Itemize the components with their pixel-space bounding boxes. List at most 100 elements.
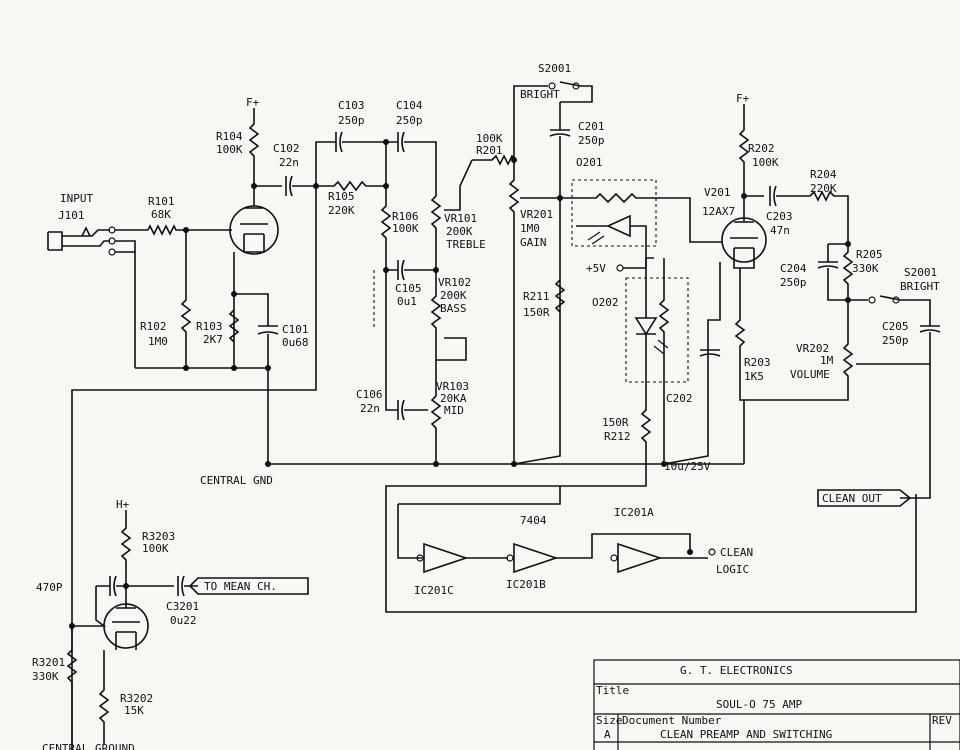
c105-value: 0u1 [397,295,417,308]
input-ref: J101 [58,209,85,222]
c104-value: 250p [396,114,423,127]
vr103-value: 20KA [440,392,467,405]
c105-capacitor [386,259,436,281]
vr201-ref: VR201 [520,208,553,221]
v101-tube [229,186,279,255]
r211-resistor [554,279,566,313]
c103-ref: C103 [338,99,365,112]
r211-ref: R211 [523,290,550,303]
r211-value: 150R [523,306,550,319]
s2001b-name: BRIGHT [900,280,940,293]
c202-ref: C202 [666,392,693,405]
to-mean-label: TO MEAN CH. [204,580,277,593]
r102-resistor [180,230,192,368]
vr102-ref: VR102 [438,276,471,289]
c205-value: 250p [882,334,909,347]
size-value: A [604,728,611,741]
r3202-ref: R3202 [120,692,153,705]
vr202-pot [744,300,854,401]
v201-tube [721,196,767,269]
r204-resistor [796,190,849,244]
doc-title: SOUL-O 75 AMP [716,698,802,711]
c106-value: 22n [360,402,380,415]
c101-capacitor [257,325,279,368]
r105-resistor [316,180,386,192]
r101-ref: R101 [148,195,175,208]
v201-ref: V201 [704,186,731,199]
c106-capacitor [397,399,428,421]
c201-ref: C201 [578,120,605,133]
c203-capacitor [744,185,796,207]
input-label: INPUT [60,192,93,205]
vr201-name: GAIN [520,236,547,249]
vr202-value: 1M [820,354,834,367]
c3201-value: 0u22 [170,614,197,627]
ic201b-label: IC201B [506,578,546,591]
r3203-ref: R3203 [142,530,175,543]
vr103-name: MID [444,404,464,417]
clean-logic-label-1: CLEAN [720,546,753,559]
docnum-label: Document Number [622,714,722,727]
r104-ref: R104 [216,130,243,143]
r102-value: 1M0 [148,335,168,348]
fplus2-label: F+ [736,92,750,105]
s2001b-ref: S2001 [904,266,937,279]
ic-type: 7404 [520,514,547,527]
c102-value: 22n [279,156,299,169]
vr102-name: BASS [440,302,467,315]
c104-ref: C104 [396,99,423,112]
r106-ref: R106 [392,210,419,223]
o202-ldr [658,258,670,464]
c101-value: 0u68 [282,336,309,349]
r201-ref: R201 [476,144,503,157]
docnum-value: CLEAN PREAMP AND SWITCHING [660,728,832,741]
vr103-pot [430,360,442,464]
r212-value: 150R [602,416,629,429]
vr201-pot [508,102,520,464]
r3201-ref: R3201 [32,656,65,669]
title-block [593,659,960,750]
c3201-capacitor [126,575,198,597]
r106-value: 100K [392,222,419,235]
r3201-value: 330K [32,670,59,683]
cathode-cap [699,349,721,357]
r202-ref: R202 [748,142,775,155]
vr101-name: TREBLE [446,238,486,251]
central-ground-label: CENTRAL GROUND [42,742,135,750]
r3202-value: 15K [124,704,144,717]
c104-capacitor [386,131,437,186]
input-jack [47,226,148,368]
c105-ref: C105 [395,282,422,295]
size-label: Size [596,714,623,727]
vr101-ref: VR101 [444,212,477,225]
clean-out-label: CLEAN OUT [822,492,882,505]
c102-capacitor [285,175,316,197]
r103-resistor [228,309,240,343]
s2001-name: BRIGHT [520,88,560,101]
vr202-name: VOLUME [790,368,830,381]
r205-value: 330K [852,262,879,275]
c203-value: 47n [770,224,790,237]
c103-capacitor [335,131,386,153]
r204-ref: R204 [810,168,837,181]
c201-value: 250p [578,134,605,147]
r212-ref: R212 [604,430,631,443]
vr101-pot [430,186,442,270]
vr102-value: 200K [440,289,467,302]
clean-logic-label-2: LOGIC [716,563,749,576]
vr103-ref: VR103 [436,380,469,393]
clean-out-flag [817,489,912,507]
r104-value: 100K [216,143,243,156]
vr201-value: 1M0 [520,222,540,235]
ic201a-inverter [617,542,663,574]
o202-ref: O202 [592,296,619,309]
o202-optocoupler [625,277,689,383]
fplus-label: F+ [246,96,260,109]
r105-value: 220K [328,204,355,217]
r202-value: 100K [752,156,779,169]
o201-ref: O201 [576,156,603,169]
c102-ref: C102 [273,142,300,155]
c106-ref: C106 [356,388,383,401]
plus5v-label: +5V [586,262,606,275]
